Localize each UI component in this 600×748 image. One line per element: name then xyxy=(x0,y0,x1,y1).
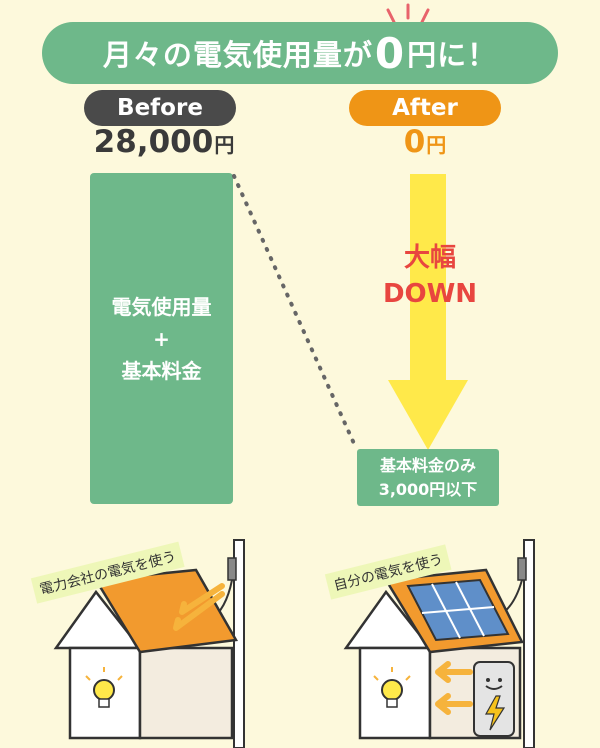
before-amount-unit: 円 xyxy=(214,133,235,157)
before-bar-line2: + xyxy=(153,326,170,351)
title-prefix: 月々の電気使用量が xyxy=(102,38,373,72)
title-banner: 月々の電気使用量が 0 円に！ xyxy=(42,22,558,84)
self-power-arrows-icon xyxy=(435,661,473,715)
before-bar: 電気使用量 + 基本料金 xyxy=(90,173,233,504)
title-suffix: 円に！ xyxy=(407,38,498,72)
down-text-line2: DOWN xyxy=(382,279,478,309)
roof xyxy=(93,568,239,654)
before-amount: 28,000円 xyxy=(84,124,244,160)
before-amount-number: 28,000 xyxy=(93,124,214,160)
title-highlight: 0 xyxy=(374,28,406,78)
before-label: Before xyxy=(84,90,236,126)
after-amount-unit: 円 xyxy=(426,133,447,157)
utility-pole xyxy=(233,539,245,748)
dotted-connector xyxy=(232,174,358,450)
after-label: After xyxy=(349,90,501,126)
lightbulb-icon xyxy=(85,667,123,708)
after-bar: 基本料金のみ 3,000円以下 xyxy=(357,449,499,506)
after-bar-line2: 3,000円以下 xyxy=(378,479,478,499)
before-bar-line3: 基本料金 xyxy=(121,358,202,383)
home-battery-icon xyxy=(473,661,515,737)
down-text-line1: 大幅 xyxy=(403,243,456,273)
after-amount-number: 0 xyxy=(403,124,426,160)
after-amount: 0円 xyxy=(349,124,501,160)
before-bar-line1: 電気使用量 xyxy=(111,294,212,319)
incoming-power-icon xyxy=(173,583,225,631)
house-grid-illustration xyxy=(53,539,245,748)
house-solar-illustration xyxy=(343,539,535,748)
lightbulb-icon xyxy=(373,667,411,708)
after-bar-line1: 基本料金のみ xyxy=(379,455,476,475)
down-arrow-icon xyxy=(388,174,468,450)
utility-pole xyxy=(523,539,535,748)
down-text: 大幅 DOWN xyxy=(360,240,500,312)
highlight-sparkle-icon xyxy=(386,3,430,24)
solar-panel-icon xyxy=(406,578,510,642)
